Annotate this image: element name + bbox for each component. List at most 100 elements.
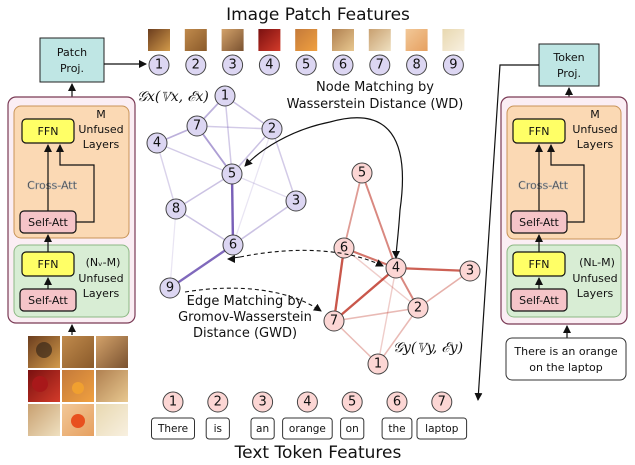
- bottom-title: Text Token Features: [234, 443, 402, 463]
- right-ffn-upper: [512, 118, 566, 144]
- graph-y-label: 𝒢y(𝕍y, ℰy): [393, 340, 463, 356]
- graph-y-node-5: [351, 162, 373, 184]
- token-node-5: [341, 391, 363, 413]
- patch-node-5: [295, 54, 317, 76]
- right-self-att-lower-label: Self-Att: [519, 294, 559, 307]
- graph-x-edge-5-6: [230, 173, 235, 246]
- patch-thumb-2: [184, 29, 207, 51]
- left-lower-text-1: Unfused: [78, 272, 123, 285]
- graph-y-edge-2-1: [377, 307, 419, 365]
- graph-x-node-3: [285, 190, 307, 212]
- token-proj-label-1: Token: [552, 51, 584, 64]
- right-encoder: Token Proj. FFN M Unfused Layers Cross-A…: [474, 43, 628, 401]
- right-ffn-lower-label: FFN: [529, 258, 550, 271]
- patch-thumb-7: [368, 29, 391, 51]
- patch-node-2: [185, 54, 207, 76]
- patch-thumb-8: [405, 29, 428, 51]
- graph-x-node-label-8: 8: [172, 202, 180, 217]
- wd-arrow-left: [244, 121, 331, 167]
- graph-y-node-label-6: 6: [340, 241, 348, 256]
- patch-thumb-9: [442, 29, 465, 51]
- edge-match-line-1: Edge Matching by: [187, 294, 304, 309]
- graph-y-node-label-1: 1: [374, 357, 382, 372]
- left-lower-count: (Nᵥ-M): [86, 256, 121, 269]
- graph-x-edge-6-9: [169, 244, 234, 289]
- left-lower-text-2: Layers: [83, 287, 120, 300]
- token-proj-label-2: Proj.: [557, 67, 581, 80]
- gwd-arrow-1: [239, 249, 384, 267]
- right-self-att-upper-label: Self-Att: [519, 216, 559, 229]
- edge-match-line-2: Gromov-Wasserstein: [178, 310, 312, 325]
- patch-node-label-2: 2: [192, 58, 200, 73]
- graph-x-edge-1-5: [224, 95, 233, 175]
- token-word-1: There: [157, 423, 188, 435]
- patch-node-label-1: 1: [155, 58, 163, 73]
- graph-y-node-label-4: 4: [392, 261, 400, 276]
- graph-x-edge-3-5: [231, 173, 297, 202]
- input-caption-line-1: There is an orange: [513, 345, 617, 358]
- token-word-2: is: [214, 423, 222, 435]
- graph-y-edge-5-6: [343, 172, 363, 249]
- graph-x-node-label-1: 1: [221, 89, 229, 104]
- token-node-label-7: 7: [438, 395, 446, 410]
- graph-x-label: 𝒢x(𝕍x, ℰx): [137, 89, 209, 105]
- graph-y-node-2: [407, 297, 429, 319]
- graph-x-node-8: [165, 198, 187, 220]
- graph-x-node-1: [214, 85, 236, 107]
- patch-node-8: [406, 54, 428, 76]
- patch-thumb-5: [295, 29, 318, 51]
- edge-match-line-3: Distance (GWD): [193, 326, 297, 341]
- graph-y-node-label-7: 7: [330, 314, 338, 329]
- right-upper-count: M: [590, 108, 600, 121]
- patch-node-label-8: 8: [412, 58, 420, 73]
- wd-arrow-down: [329, 117, 404, 259]
- graph-y-node-label-5: 5: [358, 166, 366, 181]
- patch-node-3: [222, 54, 244, 76]
- graph-x-node-label-4: 4: [153, 136, 161, 151]
- patch-node-7: [369, 54, 391, 76]
- token-node-label-1: 1: [169, 395, 177, 410]
- graph-x-edge-7-2: [196, 125, 273, 130]
- left-upper-count: M: [96, 108, 106, 121]
- graph-y-node-label-3: 3: [466, 264, 474, 279]
- graph-y-edge-6-7: [332, 247, 346, 322]
- graph-y-node-3: [459, 260, 481, 282]
- token-word-5: on: [346, 423, 359, 435]
- token-word-6: the: [388, 423, 405, 435]
- input-image: [28, 336, 128, 436]
- right-cross-att: Cross-Att: [518, 179, 569, 192]
- graph-x-node-label-7: 7: [193, 119, 201, 134]
- node-match-line-2: Wasserstein Distance (WD): [287, 97, 464, 112]
- left-ffn-upper-label: FFN: [38, 125, 59, 138]
- token-node-label-6: 6: [393, 395, 401, 410]
- graph-x-edge-8-6: [175, 208, 234, 246]
- graph-y-node-7: [323, 310, 345, 332]
- token-word-3: an: [256, 423, 269, 435]
- token-node-4: [296, 391, 318, 413]
- graph-y-edge-6-2: [343, 247, 419, 309]
- left-ffn-upper: [21, 118, 75, 144]
- graph-x-node-label-5: 5: [228, 167, 236, 182]
- left-upper-text-1: Unfused: [78, 123, 123, 136]
- token-node-3: [252, 391, 274, 413]
- patch-node-label-9: 9: [449, 58, 457, 73]
- left-encoder: Patch Proj. FFN M Unfused Layers Cross-A…: [7, 37, 147, 335]
- token-word-4: orange: [289, 423, 326, 435]
- right-lower-count: (Nʟ-M): [579, 256, 615, 269]
- patch-node-9: [442, 54, 464, 76]
- token-node-label-4: 4: [303, 395, 311, 410]
- token-node-7: [431, 391, 453, 413]
- token-node-1: [162, 391, 184, 413]
- graph-x-node-5: [221, 163, 243, 185]
- right-lower-text-2: Layers: [577, 287, 614, 300]
- right-ffn-upper-label: FFN: [529, 125, 550, 138]
- graph-x-edge-4-5: [156, 142, 233, 175]
- token-word-7: laptop: [425, 423, 459, 435]
- node-match-line-1: Node Matching by: [316, 80, 434, 95]
- token-box-2: [205, 417, 230, 440]
- token-node-label-5: 5: [348, 395, 356, 410]
- graph-x-edge-5-8: [175, 173, 233, 210]
